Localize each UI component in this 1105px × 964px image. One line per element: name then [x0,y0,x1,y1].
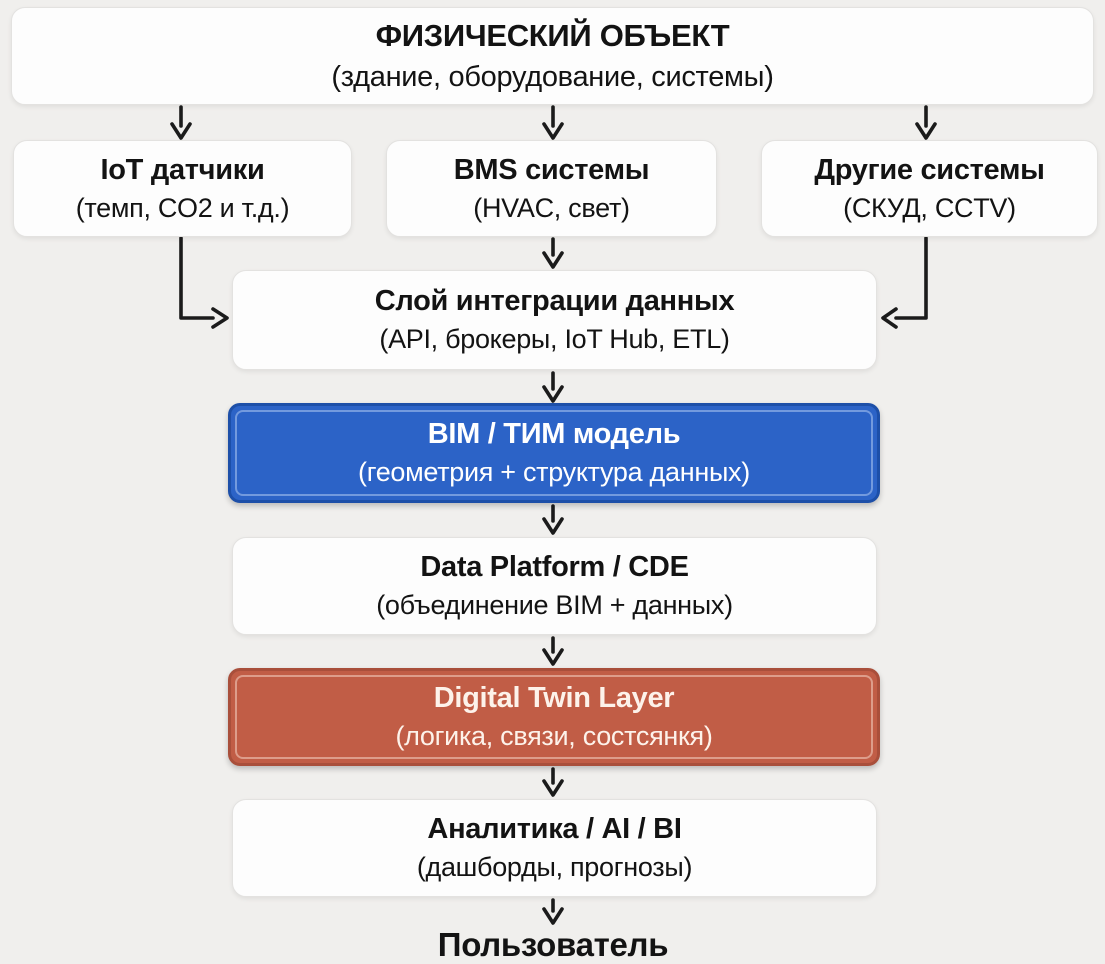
node-data-platform-cde: Data Platform / CDE (объединение BIM + д… [232,537,877,635]
user-label: Пользователь [437,926,669,963]
node-digital-twin-layer: Digital Twin Layer (логика, связи, состс… [228,668,880,766]
node-analytics-ai-bi-title: Аналитика / AI / BI [427,813,682,846]
node-bms-systems-subtitle: (HVAC, свет) [473,192,630,223]
node-data-platform-cde-subtitle: (объединение BIM + данных) [376,590,733,621]
node-physical-object-title: ФИЗИЧЕСКИЙ ОБЪЕКТ [375,17,730,53]
arrow-physical-to-iot [170,105,192,140]
arrow-analytics-to-user [542,898,564,925]
node-data-integration-layer-subtitle: (API, брокеры, IoT Hub, ETL) [379,324,730,355]
node-data-integration-layer-title: Слой интеграции данных [374,285,735,318]
arrow-bms-to-integration [542,237,564,269]
node-bim-tim-model-title: BIM / ТИМ модель [427,418,681,451]
node-data-platform-cde-title: Data Platform / CDE [420,551,689,584]
node-other-systems-title: Другие системы [814,153,1045,186]
node-analytics-ai-bi-subtitle: (дашборды, прогнозы) [416,852,693,883]
arrow-other-systems-to-integration [881,236,928,329]
node-iot-sensors-title: IoT датчики [100,153,265,186]
node-iot-sensors-subtitle: (темп, CO2 и т.д.) [75,192,290,223]
node-digital-twin-layer-subtitle: (логика, связи, состсянкя) [395,721,713,752]
node-iot-sensors: IoT датчики (темп, CO2 и т.д.) [13,140,352,237]
node-bms-systems-title: BMS системы [453,153,650,186]
node-data-integration-layer: Слой интеграции данных (API, брокеры, Io… [232,270,877,370]
node-physical-object: ФИЗИЧЕСКИЙ ОБЪЕКТ (здание, оборудование,… [11,7,1094,105]
node-bms-systems: BMS системы (HVAC, свет) [386,140,717,237]
node-analytics-ai-bi: Аналитика / AI / BI (дашборды, прогнозы) [232,799,877,897]
node-bim-tim-model-subtitle: (геометрия + структура данных) [358,457,750,488]
arrow-digital-twin-to-analytics [542,767,564,797]
arrow-iot-to-integration [179,236,229,329]
node-physical-object-subtitle: (здание, оборудование, системы) [331,61,774,94]
arrow-data-platform-to-digital-twin [542,636,564,666]
node-bim-tim-model: BIM / ТИМ модель (геометрия + структура … [228,403,880,503]
node-other-systems: Другие системы (СКУД, CCTV) [761,140,1098,237]
arrow-integration-to-bim [542,371,564,403]
node-digital-twin-layer-title: Digital Twin Layer [433,682,675,715]
arrow-bim-to-data-platform [542,504,564,535]
node-other-systems-subtitle: (СКУД, CCTV) [843,192,1016,223]
arrow-physical-to-bms [542,105,564,140]
arrow-physical-to-other-systems [915,105,937,140]
